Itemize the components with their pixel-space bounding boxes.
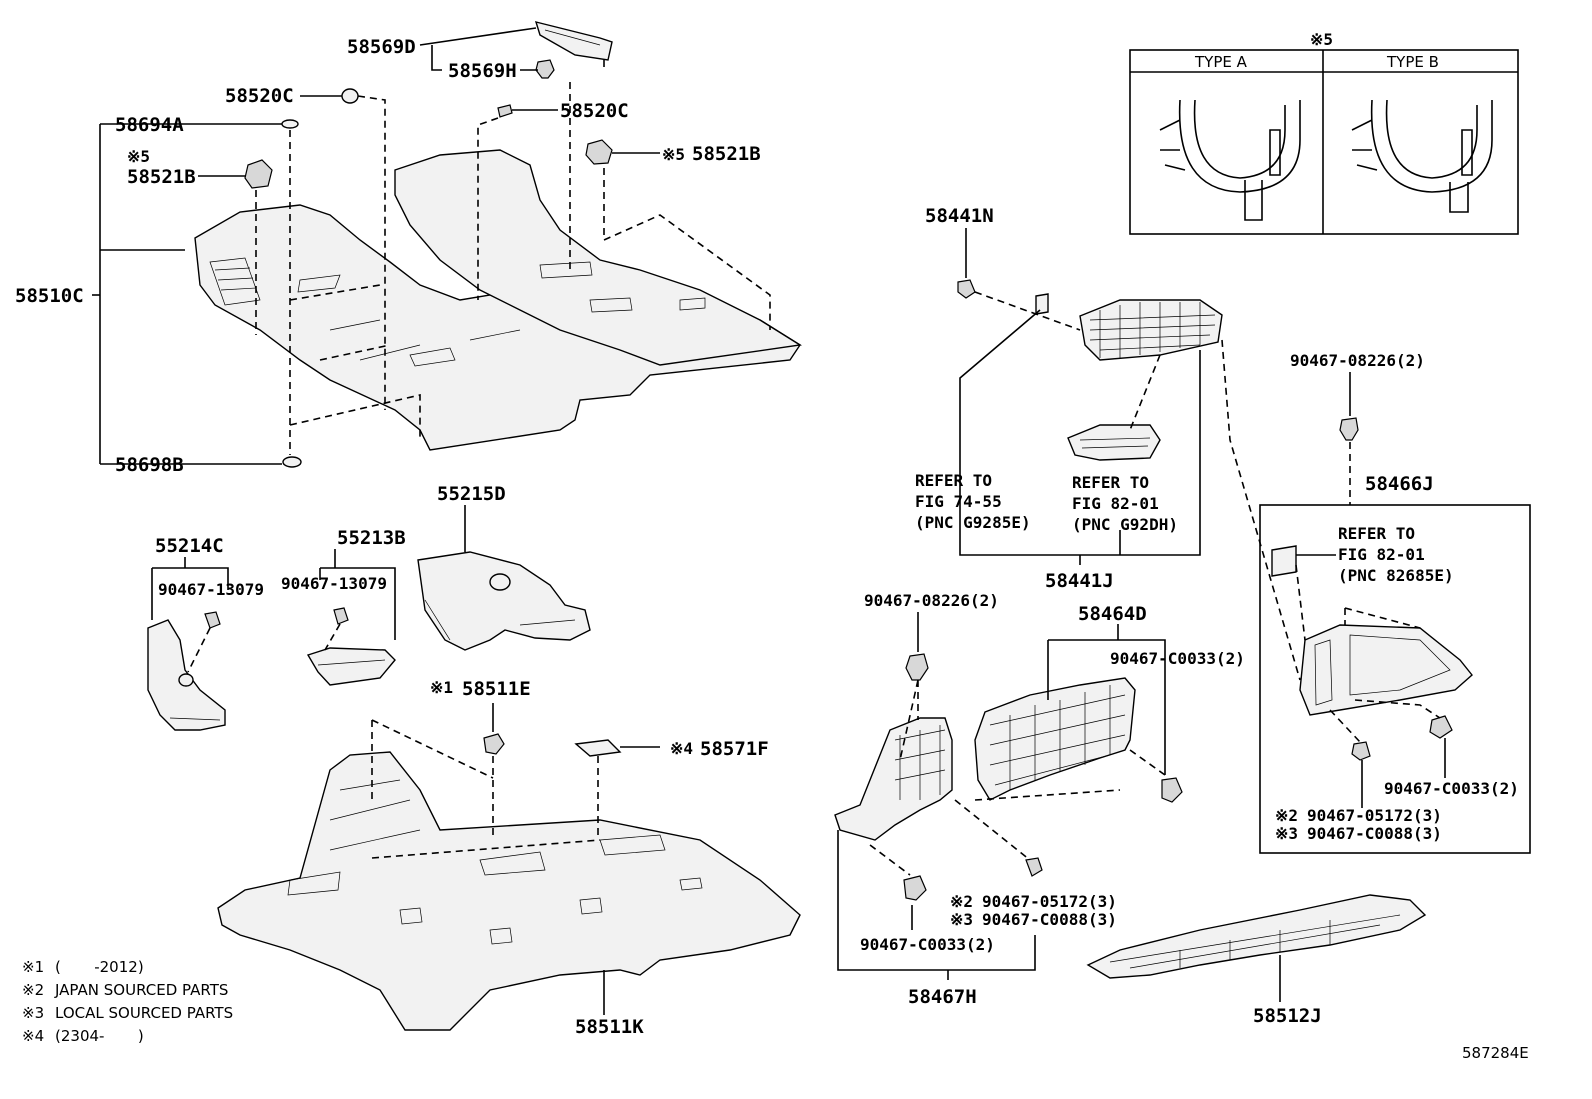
clip-90467-C0033-mid: [1161, 777, 1183, 803]
label-90467-05172-mid: 90467-05172(3): [982, 892, 1117, 911]
mark-5-b: ※5: [662, 145, 685, 164]
label-58521B-a: 58521B: [127, 166, 196, 188]
label-58694A: 58694A: [115, 114, 184, 136]
mark-3-right: ※3: [1275, 824, 1298, 843]
ref-a-line2: FIG 74-55: [915, 492, 1002, 511]
label-58441J: 58441J: [1045, 570, 1114, 592]
label-55215D: 55215D: [437, 483, 506, 505]
plate-58569D: [534, 21, 613, 61]
panel-58467H: [834, 717, 953, 841]
type-table: ※5 TYPE A TYPE B: [1129, 30, 1519, 235]
clip-90467-08226-right: [1339, 417, 1359, 441]
type-a-header: TYPE A: [1194, 53, 1248, 71]
ref-b-line1: REFER TO: [1072, 473, 1149, 492]
label-90467-13079-a: 90467-13079: [158, 580, 264, 599]
label-55214C: 55214C: [155, 535, 224, 557]
panel-58512J: [1086, 894, 1427, 979]
screw-58520C-b: [497, 104, 513, 118]
legend: ※1 ( -2012) ※2 JAPAN SOURCED PARTS ※3 LO…: [22, 958, 233, 1045]
floor-carpet-lower: [217, 751, 801, 1031]
clip-58511E: [483, 733, 505, 755]
leaders-bottom-left: [371, 703, 660, 1015]
label-90467-08226-right: 90467-08226(2): [1290, 351, 1425, 370]
label-58569H: 58569H: [448, 60, 517, 82]
bracket-ref-a: [1035, 293, 1049, 315]
grommet-58694A: [281, 119, 299, 129]
clip-58441N: [957, 279, 976, 299]
leaders-top-left: [92, 27, 771, 465]
type-b-header: TYPE B: [1386, 53, 1439, 71]
panel-55214C: [147, 611, 226, 731]
mark-2-right: ※2: [1275, 806, 1298, 825]
label-58511E: 58511E: [462, 678, 531, 700]
legend-mark-1: ※1: [22, 958, 44, 976]
label-90467-13079-b: 90467-13079: [281, 574, 387, 593]
clip-58521B-a: [244, 159, 273, 189]
ref-c-line2: FIG 82-01: [1338, 545, 1425, 564]
label-58571F: 58571F: [700, 738, 769, 760]
legend-text-4: (2304- ): [55, 1027, 144, 1045]
diagram-id: 587284E: [1462, 1044, 1529, 1062]
mark-5-a: ※5: [127, 147, 150, 166]
pad-58571F: [574, 739, 622, 757]
ref-a-line3: (PNC G9285E): [915, 513, 1031, 532]
label-58467H: 58467H: [908, 986, 977, 1008]
label-58569D: 58569D: [347, 36, 416, 58]
type-b-clip: [1351, 99, 1493, 213]
legend-mark-3: ※3: [22, 1004, 44, 1022]
label-90467-05172-right: 90467-05172(3): [1307, 806, 1442, 825]
label-58512J: 58512J: [1253, 1005, 1322, 1027]
label-58520C-b: 58520C: [560, 100, 629, 122]
clip-90467-05172-mid: [1025, 857, 1043, 877]
mark-3-mid: ※3: [950, 910, 973, 929]
label-55213B: 55213B: [337, 527, 406, 549]
clip-90467-C0033-low: [903, 875, 927, 901]
tray-58441J: [1079, 299, 1223, 361]
label-58511K: 58511K: [575, 1016, 644, 1038]
ref-b-line2: FIG 82-01: [1072, 494, 1159, 513]
label-90467-C0088-mid: 90467-C0088(3): [982, 910, 1117, 929]
clip-58569H: [535, 59, 555, 79]
clip-58521B-b: [585, 139, 613, 165]
label-58520C-a: 58520C: [225, 85, 294, 107]
plug-58520C-a: [341, 88, 359, 104]
ref-b-line3: (PNC G92DH): [1072, 515, 1178, 534]
mark-1: ※1: [430, 678, 453, 697]
label-58464D: 58464D: [1078, 603, 1147, 625]
box-58466J: [1259, 504, 1531, 854]
grommet-58698B: [282, 456, 302, 468]
leaders-middle-left: [151, 505, 466, 673]
label-90467-C0033-right: 90467-C0033(2): [1384, 779, 1519, 798]
label-90467-C0033-low: 90467-C0033(2): [860, 935, 995, 954]
type-a-clip: [1159, 99, 1301, 221]
clip-90467-08226-left: [905, 653, 929, 681]
legend-text-1: ( -2012): [55, 958, 144, 976]
legend-mark-4: ※4: [22, 1027, 44, 1045]
mat-55215D: [417, 551, 591, 651]
ref-c-line3: (PNC 82685E): [1338, 566, 1454, 585]
label-58698B: 58698B: [115, 454, 184, 476]
mark-5-table: ※5: [1310, 30, 1333, 49]
floor-carpet-upper: [194, 149, 802, 451]
label-58510C: 58510C: [15, 285, 84, 307]
ref-c-line1: REFER TO: [1338, 524, 1415, 543]
label-58521B-b: 58521B: [692, 143, 761, 165]
leaders-bottom-middle: [837, 612, 1166, 980]
panel-58464D: [974, 677, 1136, 801]
tray-sub: [1067, 424, 1161, 461]
label-58441N: 58441N: [925, 205, 994, 227]
legend-text-2: JAPAN SOURCED PARTS: [54, 981, 228, 999]
ref-a-line1: REFER TO: [915, 471, 992, 490]
label-58466J: 58466J: [1365, 473, 1434, 495]
legend-mark-2: ※2: [22, 981, 44, 999]
label-90467-C0033-mid: 90467-C0033(2): [1110, 649, 1245, 668]
label-90467-C0088-right: 90467-C0088(3): [1307, 824, 1442, 843]
leaders-right-middle: [959, 228, 1301, 681]
label-90467-08226-left: 90467-08226(2): [864, 591, 999, 610]
mark-2-mid: ※2: [950, 892, 973, 911]
panel-55213B: [306, 607, 396, 686]
legend-text-3: LOCAL SOURCED PARTS: [55, 1004, 233, 1022]
mark-4: ※4: [670, 739, 693, 758]
